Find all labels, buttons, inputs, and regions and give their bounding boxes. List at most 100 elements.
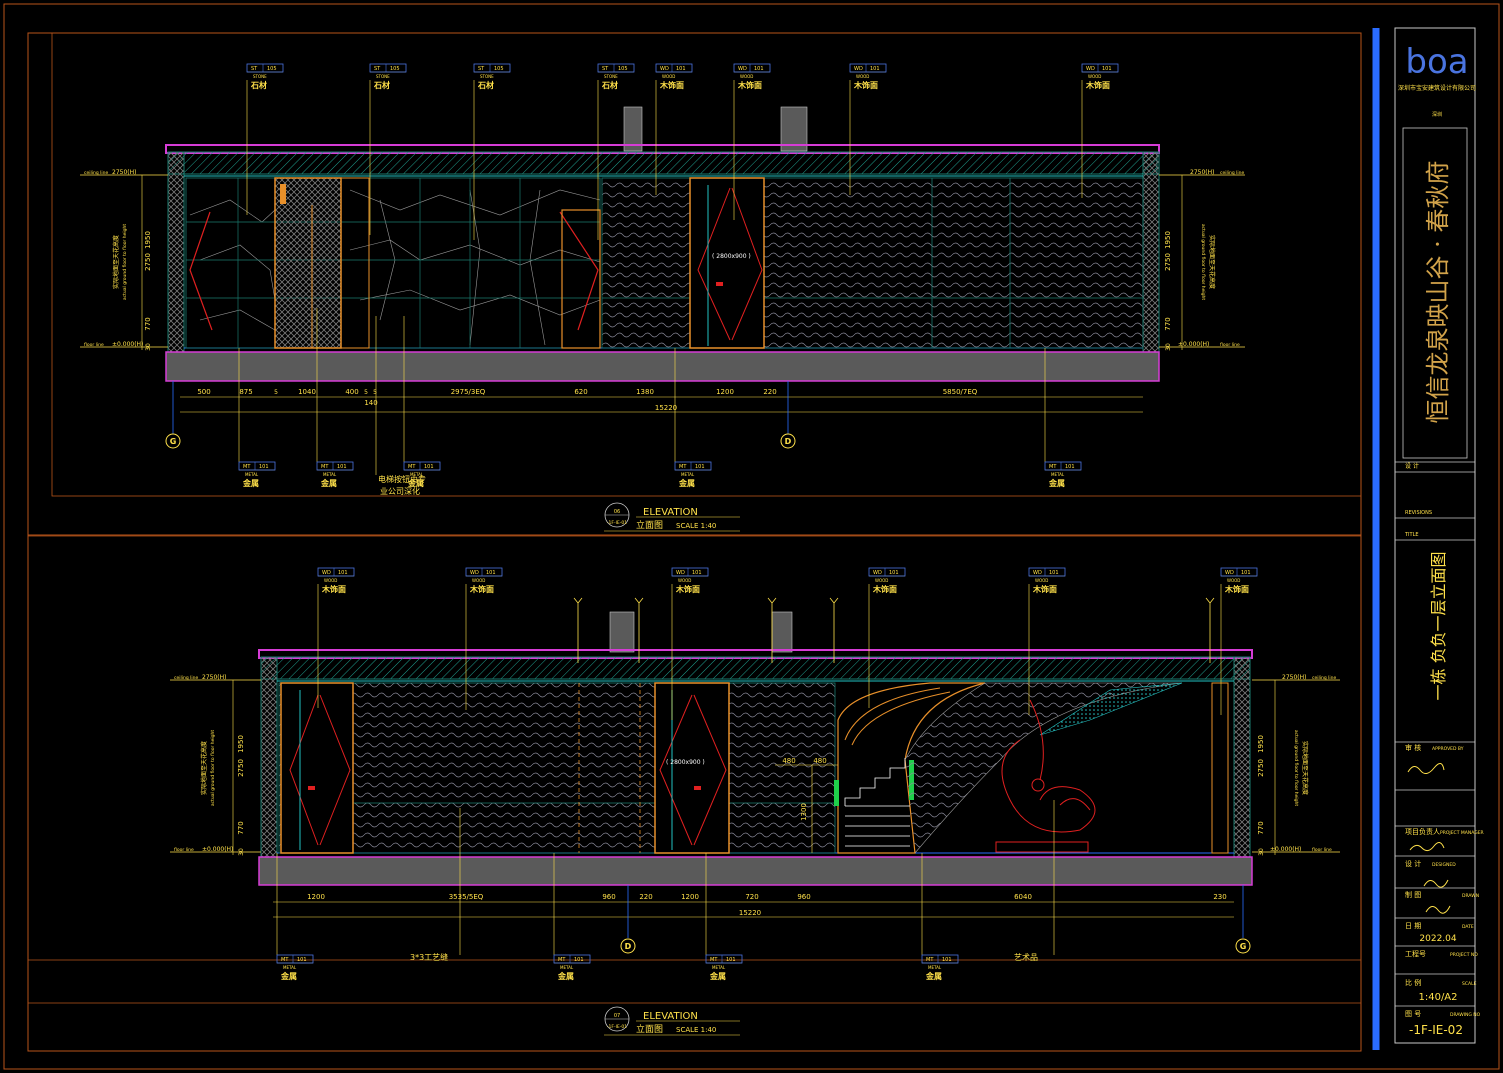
elevation-07: ( 2800x900 ) <box>170 567 1340 1036</box>
svg-text:floor line: floor line <box>174 847 194 853</box>
tag-number: 101 <box>1102 66 1112 72</box>
svg-text:actual ground floor to floor h: actual ground floor to floor height <box>1293 730 1299 806</box>
svg-text:D: D <box>785 437 792 446</box>
tag-material-cn: 金属 <box>280 971 297 981</box>
drawing-title: 一栋 负负一层立面图 <box>1429 551 1448 700</box>
tag-code: WD <box>1225 570 1234 576</box>
floor-slab <box>258 856 1253 886</box>
svg-text:500: 500 <box>197 388 210 396</box>
tag-material-en: METAL <box>283 965 297 970</box>
svg-text:30: 30 <box>145 343 152 351</box>
tag-number: 101 <box>676 66 686 72</box>
svg-text:960: 960 <box>797 893 810 901</box>
svg-text:5850/7EQ: 5850/7EQ <box>943 388 978 396</box>
svg-text:220: 220 <box>639 893 652 901</box>
tag-material-en: WOOD <box>1227 578 1240 583</box>
tag-material-en: STONE <box>376 74 390 79</box>
left-wall-section <box>167 151 185 353</box>
svg-text:SCALE 1:40: SCALE 1:40 <box>676 1026 716 1034</box>
elevator-note: 电梯按钮由专 业公司深化 <box>375 316 426 496</box>
tag-number: 101 <box>695 464 705 470</box>
tag-number: 101 <box>754 66 764 72</box>
tag-material-cn: 木饰面 <box>1224 584 1249 594</box>
sheet-frame <box>3 3 1500 1070</box>
svg-text:770: 770 <box>1164 317 1172 330</box>
logo-text: boa <box>1405 42 1468 82</box>
dim-text-07: 1200 3535/5EQ 960 220 1200 720 960 6040 … <box>307 893 1227 917</box>
levels-right: 2750(H) ceiling line ±0.000(H) floor lin… <box>1159 169 1245 351</box>
project-name-box <box>1402 127 1468 459</box>
tag-material-cn: 木饰面 <box>469 584 494 594</box>
tag-number: 105 <box>494 66 504 72</box>
svg-text:1300: 1300 <box>800 803 808 821</box>
tag-material-en: METAL <box>712 965 726 970</box>
door-leaf <box>280 682 354 854</box>
project-name: 恒信龙泉映山谷 · 春秋府 <box>1424 161 1452 424</box>
company-name: 深圳市宝安建筑设计有限公司 <box>1398 84 1476 92</box>
tag-material-en: WOOD <box>1088 74 1101 79</box>
art-sculpture <box>995 699 1096 853</box>
svg-text:ceiling line: ceiling line <box>1220 170 1244 176</box>
joint-note: 3*3工艺缝 <box>410 808 461 962</box>
floor-slab <box>165 351 1160 382</box>
door-leaf <box>654 682 730 854</box>
tag-code: WD <box>873 570 882 576</box>
tag-material-cn: 金属 <box>320 478 337 488</box>
svg-text:30: 30 <box>1258 848 1265 856</box>
tag-material-en: METAL <box>1051 472 1065 477</box>
art-note: 艺术品 <box>1014 800 1055 962</box>
tag-code: ST <box>374 66 381 72</box>
tag-number: 101 <box>692 570 702 576</box>
svg-text:15220: 15220 <box>739 909 761 917</box>
tag-code: WD <box>1086 66 1095 72</box>
tag-material-cn: 木饰面 <box>1085 80 1110 90</box>
svg-text:ceiling line: ceiling line <box>1312 675 1336 681</box>
elevator-door <box>274 177 342 349</box>
svg-text:1200: 1200 <box>681 893 699 901</box>
approver-signature <box>1407 763 1445 774</box>
svg-text:620: 620 <box>574 388 587 396</box>
svg-text:30: 30 <box>238 848 245 856</box>
svg-text:2750(H): 2750(H) <box>112 169 136 176</box>
tag-code: MT <box>926 957 934 963</box>
svg-text:floor line: floor line <box>1220 342 1240 348</box>
svg-text:actual ground floor to floor h: actual ground floor to floor height <box>1200 224 1206 300</box>
light-markers <box>573 597 1215 663</box>
wood-veneer-wall <box>601 177 1144 349</box>
tag-code: MT <box>281 957 289 963</box>
tag-material-cn: 石材 <box>250 80 267 90</box>
designer-label: 设 计 <box>1405 859 1421 868</box>
svg-text:30: 30 <box>1165 343 1172 351</box>
svg-text:720: 720 <box>745 893 758 901</box>
approval-rows: 审 核 APPROVED BY 项目负责人 PROJECT MANAGER 设 … <box>1395 741 1484 1037</box>
svg-text:230: 230 <box>1213 893 1226 901</box>
stair-dims: 480 480 1300 <box>775 757 838 853</box>
tag-material-cn: 金属 <box>242 478 259 488</box>
tag-number: 101 <box>486 570 496 576</box>
svg-text:2750: 2750 <box>1257 759 1265 777</box>
tag-material-cn: 木饰面 <box>659 80 684 90</box>
tag-material-en: METAL <box>245 472 259 477</box>
right-wall-section <box>1142 151 1160 353</box>
column-stub <box>609 611 635 653</box>
left-wall-section <box>260 656 278 858</box>
wood-veneer-wall <box>278 682 836 854</box>
tag-material-en: METAL <box>681 472 695 477</box>
designer-signature <box>1423 879 1449 888</box>
tag-material-en: METAL <box>928 965 942 970</box>
scale-value: 1:40/A2 <box>1418 992 1457 1003</box>
svg-text:floor line: floor line <box>1312 847 1332 853</box>
tag-material-cn: 木饰面 <box>737 80 762 90</box>
svg-text:1950: 1950 <box>1164 231 1172 249</box>
svg-text:ceiling line: ceiling line <box>174 675 198 681</box>
column-stub <box>771 611 793 653</box>
svg-text:ceiling line: ceiling line <box>84 170 108 176</box>
tag-material-cn: 石材 <box>601 80 618 90</box>
